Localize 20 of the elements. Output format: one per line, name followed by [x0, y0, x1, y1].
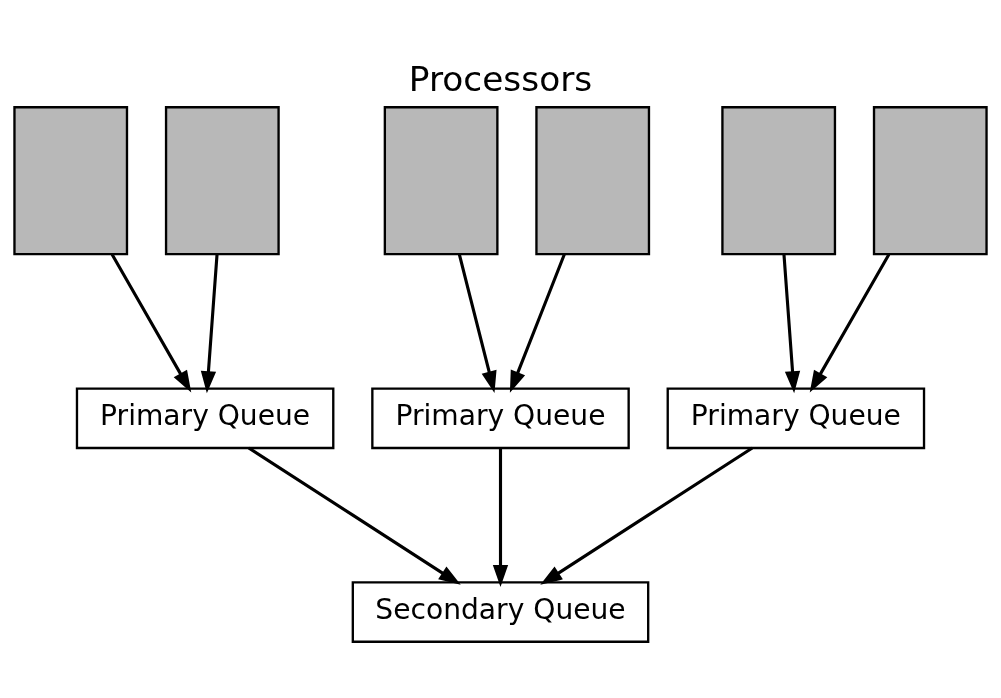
- node-box: Secondary Queue: [351, 580, 650, 643]
- node-box: Primary Queue: [371, 386, 630, 449]
- diagram-title: Processors: [408, 58, 593, 99]
- arrow: [540, 446, 754, 585]
- node-box: [721, 105, 837, 255]
- arrow: [809, 253, 891, 393]
- node-box: [383, 105, 499, 255]
- arrow: [509, 253, 566, 393]
- node-box: [535, 105, 651, 255]
- node-box: Primary Queue: [666, 386, 926, 449]
- arrow: [457, 253, 497, 393]
- node-box: [164, 105, 280, 255]
- node-box: [872, 105, 988, 255]
- arrow: [492, 447, 509, 587]
- node-box: Primary Queue: [75, 386, 335, 449]
- arrow: [782, 253, 801, 393]
- arrow: [200, 253, 219, 393]
- arrow: [247, 446, 461, 585]
- arrow: [110, 253, 192, 393]
- node-box: [13, 105, 129, 255]
